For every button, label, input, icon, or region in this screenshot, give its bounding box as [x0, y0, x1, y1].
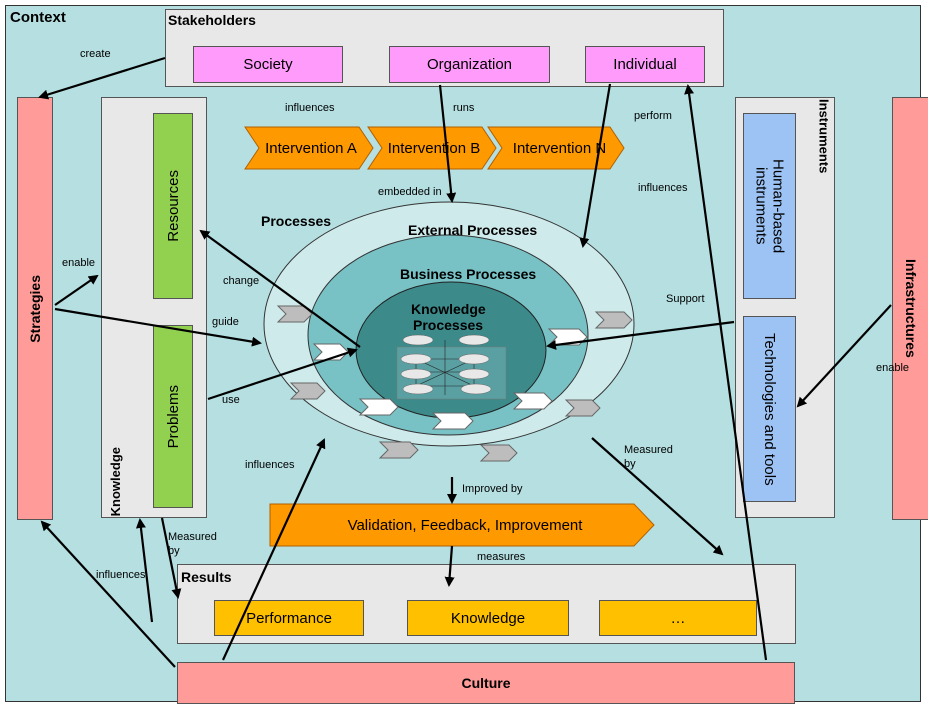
edge-influences-right: influences	[638, 182, 688, 194]
knowledge-process-network	[396, 334, 507, 400]
intervention-a: Intervention A	[265, 139, 357, 157]
instruments-title: Instruments	[816, 99, 832, 174]
process-chevrons	[276, 305, 633, 462]
results-title: Results	[181, 569, 232, 585]
result-knowledge: Knowledge	[407, 600, 569, 636]
resources-box: Resources	[153, 113, 193, 299]
stakeholders-title: Stakeholders	[168, 12, 256, 28]
technologies-box: Technologies and tools	[743, 316, 796, 502]
edge-create: create	[80, 48, 111, 60]
knowledge-processes-line1: Knowledge	[411, 301, 486, 317]
edge-support: Support	[666, 293, 705, 305]
edge-influences-top: influences	[285, 102, 335, 114]
infrastructures-bar: Infrastructures	[892, 97, 928, 520]
stakeholder-individual: Individual	[585, 46, 705, 83]
context-label: Context	[10, 9, 66, 26]
infrastructures-label: Infrastructures	[903, 259, 919, 358]
processes-title: Processes	[261, 213, 332, 229]
edge-measured-by-left-1: Measured	[168, 531, 217, 543]
edge-influences-bottom: influences	[245, 459, 295, 471]
knowledge-processes-line2: Processes	[413, 317, 484, 333]
result-more: …	[599, 600, 757, 636]
result-performance: Performance	[214, 600, 364, 636]
stakeholder-organization: Organization	[389, 46, 550, 83]
edge-influences-left: influences	[96, 569, 146, 581]
intervention-chevrons	[244, 126, 625, 170]
edge-improved-by: Improved by	[462, 483, 523, 495]
intervention-n: Intervention N	[512, 139, 607, 157]
edge-enable-right: enable	[876, 362, 910, 374]
technologies-label: Technologies and tools	[761, 332, 778, 486]
edge-embedded-in: embedded in	[378, 186, 442, 198]
strategies-bar: Strategies	[17, 97, 53, 520]
culture-bar: Culture	[177, 662, 795, 704]
external-processes-label: External Processes	[408, 222, 538, 238]
human-instruments-box: Human-based instruments	[743, 113, 796, 299]
instruments-title-wrap: Instruments	[814, 99, 834, 199]
intervention-b: Intervention B	[387, 139, 481, 157]
edge-use: use	[222, 394, 240, 406]
edge-change: change	[223, 275, 260, 287]
stakeholder-society: Society	[193, 46, 343, 83]
edge-enable-left: enable	[62, 257, 96, 269]
validation-chevron	[269, 503, 655, 547]
business-processes-label: Business Processes	[400, 266, 537, 282]
human-instruments-label: Human-based instruments	[752, 158, 787, 254]
edge-measures: measures	[477, 551, 526, 563]
edge-guide: guide	[212, 316, 239, 328]
relationship-arrows	[38, 56, 892, 668]
edge-runs: runs	[453, 102, 475, 114]
edge-measured-by-right-2: by	[624, 458, 636, 470]
validation-label: Validation, Feedback, Improvement	[347, 516, 583, 534]
problems-box: Problems	[153, 325, 193, 508]
edge-perform: perform	[634, 110, 672, 122]
edge-measured-by-left-2: by	[168, 545, 180, 557]
edge-measured-by-right-1: Measured	[624, 444, 673, 456]
